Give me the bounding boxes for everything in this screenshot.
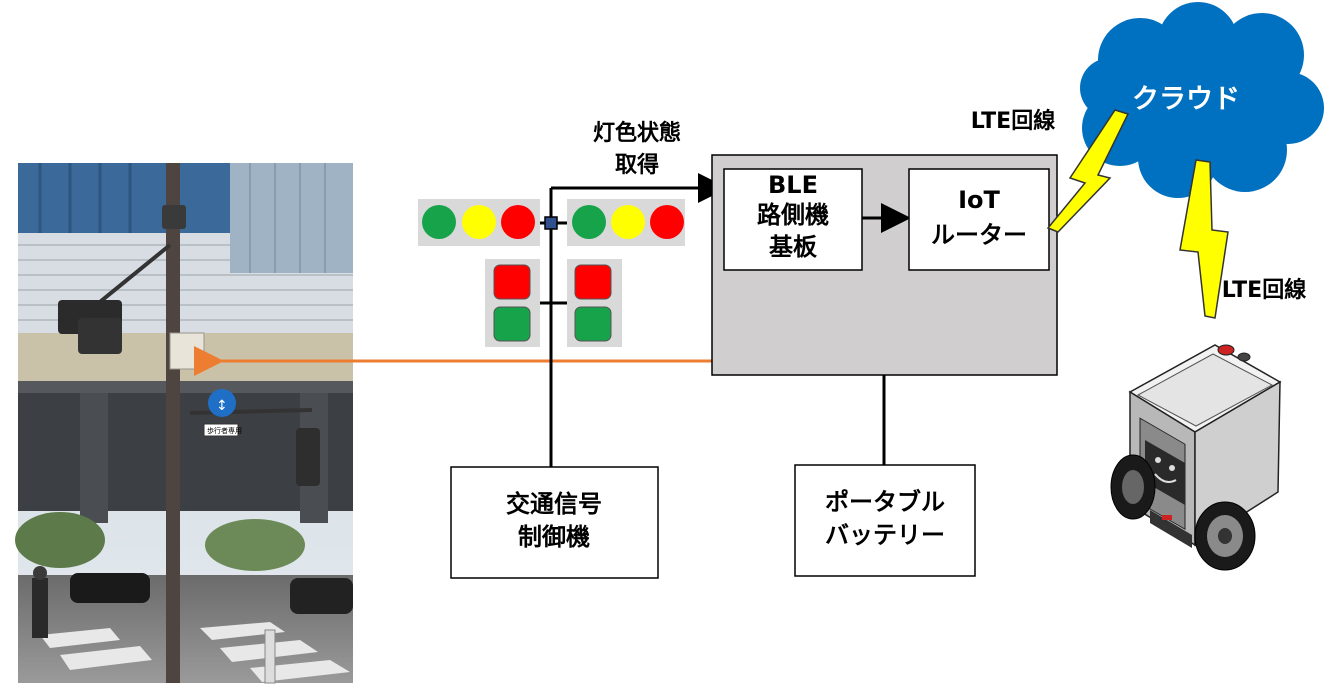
street-photo: ↕ 歩行者専用 xyxy=(15,163,353,684)
signal-acquire-label-1: 灯色状態 xyxy=(593,120,681,146)
iot-router-label-2: ルーター xyxy=(931,221,1027,249)
lamp-yellow xyxy=(462,205,496,239)
vehicle-signal-right xyxy=(567,199,685,246)
signal-acquire-label-2: 取得 xyxy=(615,152,659,178)
iot-router-box xyxy=(908,168,1050,271)
portable-battery-box xyxy=(794,464,976,577)
svg-text:↕: ↕ xyxy=(216,398,228,414)
lte-lightning-robot-icon xyxy=(1179,159,1229,319)
signal-tap-connector xyxy=(544,216,558,230)
lte-link-label-top: LTE回線 xyxy=(971,108,1055,134)
ble-board-label-3: 基板 xyxy=(769,233,818,261)
iot-router-label-1: IoT xyxy=(958,186,1000,214)
lamp-green xyxy=(572,205,606,239)
signal-controller-label-2: 制御機 xyxy=(518,523,590,551)
lamp-green xyxy=(422,205,456,239)
lamp-red xyxy=(501,205,535,239)
signal-controller-box xyxy=(450,466,659,579)
lte-lightning-router-icon xyxy=(1046,109,1130,233)
lamp-yellow xyxy=(611,205,645,239)
pedestrian-signal-right xyxy=(567,259,622,347)
pedestrian-signal-left xyxy=(485,259,540,347)
signal-controller-label-1: 交通信号 xyxy=(506,490,602,518)
ble-board-label-2: 路側機 xyxy=(757,201,829,229)
lte-link-label-right: LTE回線 xyxy=(1222,277,1306,303)
battery-label-1: ポータブル xyxy=(825,488,945,516)
lamp-red xyxy=(650,205,684,239)
delivery-robot xyxy=(1110,344,1282,571)
cloud-label: クラウド xyxy=(1132,84,1240,115)
ble-board-label-1: BLE xyxy=(768,171,818,199)
vehicle-signal-left xyxy=(418,199,540,246)
ble-board-box xyxy=(723,168,863,271)
photo-sign-text: 歩行者専用 xyxy=(207,426,242,435)
battery-label-2: バッテリー xyxy=(825,521,945,549)
